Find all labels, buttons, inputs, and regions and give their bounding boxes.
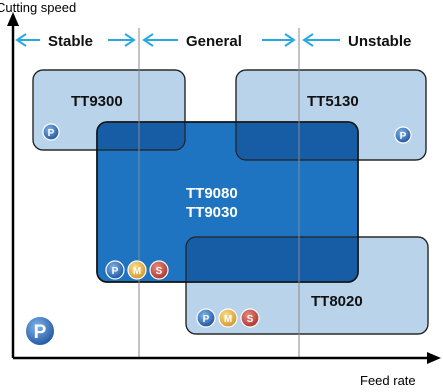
m-badge-icon: M — [127, 260, 147, 280]
svg-text:P: P — [48, 128, 55, 139]
m-badge-icon: M — [218, 308, 238, 328]
y-axis-arrowhead — [7, 12, 19, 26]
tt9300-outline — [32, 69, 186, 151]
grade-tt9300: TT9300 — [71, 93, 123, 110]
svg-text:P: P — [400, 131, 407, 142]
zone-stable-label: Stable — [48, 33, 93, 50]
svg-text:P: P — [34, 322, 47, 343]
svg-text:P: P — [203, 314, 210, 325]
svg-text:S: S — [156, 266, 163, 277]
x-axis-label: Feed rate — [360, 373, 416, 388]
p-badge-icon: P — [42, 123, 60, 141]
p-badge-icon: P — [394, 126, 412, 144]
x-axis-arrowhead — [427, 352, 441, 364]
zone-unstable-label: Unstable — [348, 33, 411, 50]
svg-text:M: M — [133, 266, 141, 277]
tt5130-outline — [235, 69, 427, 161]
big-box-outline — [96, 121, 359, 283]
p-badge-icon: P — [196, 308, 216, 328]
svg-text:P: P — [112, 266, 119, 277]
grade-tt8020: TT8020 — [311, 293, 363, 310]
s-badge-icon: S — [240, 308, 260, 328]
grade-tt5130: TT5130 — [307, 93, 359, 110]
grade-tt9030: TT9030 — [186, 204, 238, 221]
zone-arrows — [15, 33, 340, 47]
zone-general-label: General — [186, 33, 242, 50]
overlap-shading — [97, 122, 358, 282]
large-p-badge-icon: P — [24, 315, 56, 347]
s-badge-icon: S — [149, 260, 169, 280]
p-badge-icon: P — [105, 260, 125, 280]
y-axis-label: Cutting speed — [0, 0, 76, 15]
grade-tt9080: TT9080 — [186, 185, 238, 202]
svg-text:M: M — [224, 314, 232, 325]
tt8020-outline — [185, 236, 429, 335]
svg-text:S: S — [247, 314, 254, 325]
